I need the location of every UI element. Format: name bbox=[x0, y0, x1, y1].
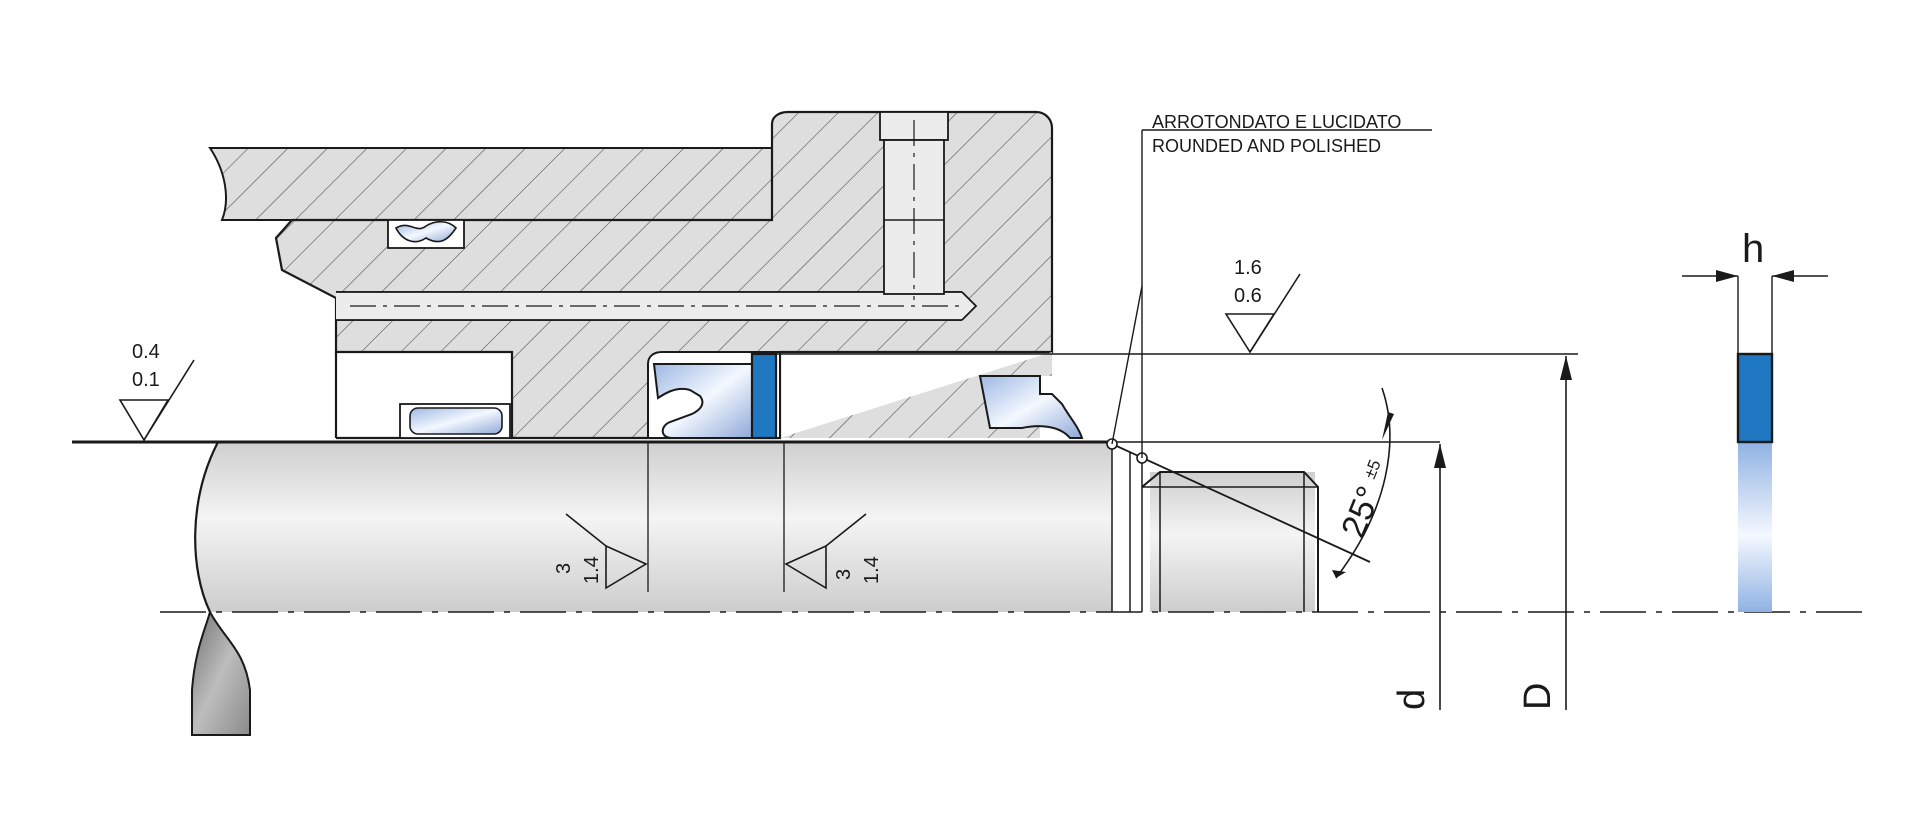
rod bbox=[194, 441, 1143, 613]
backup-ring-side-view: h bbox=[1682, 227, 1828, 612]
roughness-groove-left-b: 1.4 bbox=[581, 556, 603, 584]
roughness-symbol-groove-left: 3 1.4 bbox=[553, 513, 648, 590]
dimension-d: d bbox=[1391, 444, 1446, 710]
gland-housing bbox=[274, 110, 1054, 440]
note-line-2: ROUNDED AND POLISHED bbox=[1152, 136, 1381, 156]
static-o-ring bbox=[387, 219, 465, 249]
roughness-rod-top: 0.4 bbox=[132, 341, 160, 363]
note-line-1: ARROTONDATO E LUCIDATO bbox=[1152, 112, 1401, 132]
roughness-symbol-bore: 1.6 0.6 bbox=[1224, 257, 1301, 354]
dim-label-d: d bbox=[1391, 689, 1433, 710]
wiper-seal bbox=[978, 375, 1084, 439]
dim-label-D: D bbox=[1517, 683, 1559, 710]
roughness-bore-top: 1.6 bbox=[1234, 257, 1262, 279]
chamfer-detail bbox=[1106, 129, 1432, 579]
roughness-symbol-groove-right: 3 1.4 bbox=[784, 513, 883, 590]
guide-ring bbox=[399, 403, 511, 439]
roughness-symbol-rod: 0.4 0.1 bbox=[118, 341, 195, 442]
rod-end-section bbox=[191, 609, 251, 736]
roughness-rod-bottom: 0.1 bbox=[132, 369, 160, 391]
roughness-bore-bottom: 0.6 bbox=[1234, 285, 1262, 307]
dimension-D: D bbox=[1517, 356, 1572, 710]
roughness-groove-left-a: 3 bbox=[553, 563, 575, 574]
dim-label-h: h bbox=[1742, 227, 1764, 271]
cylinder-wall bbox=[208, 147, 773, 221]
roughness-groove-right-a: 3 bbox=[833, 569, 855, 580]
roughness-groove-right-b: 1.4 bbox=[861, 556, 883, 584]
angle-tolerance: ±5 bbox=[1360, 457, 1385, 482]
sleeve-part bbox=[1141, 471, 1319, 612]
angle-label: 25° bbox=[1334, 481, 1388, 543]
